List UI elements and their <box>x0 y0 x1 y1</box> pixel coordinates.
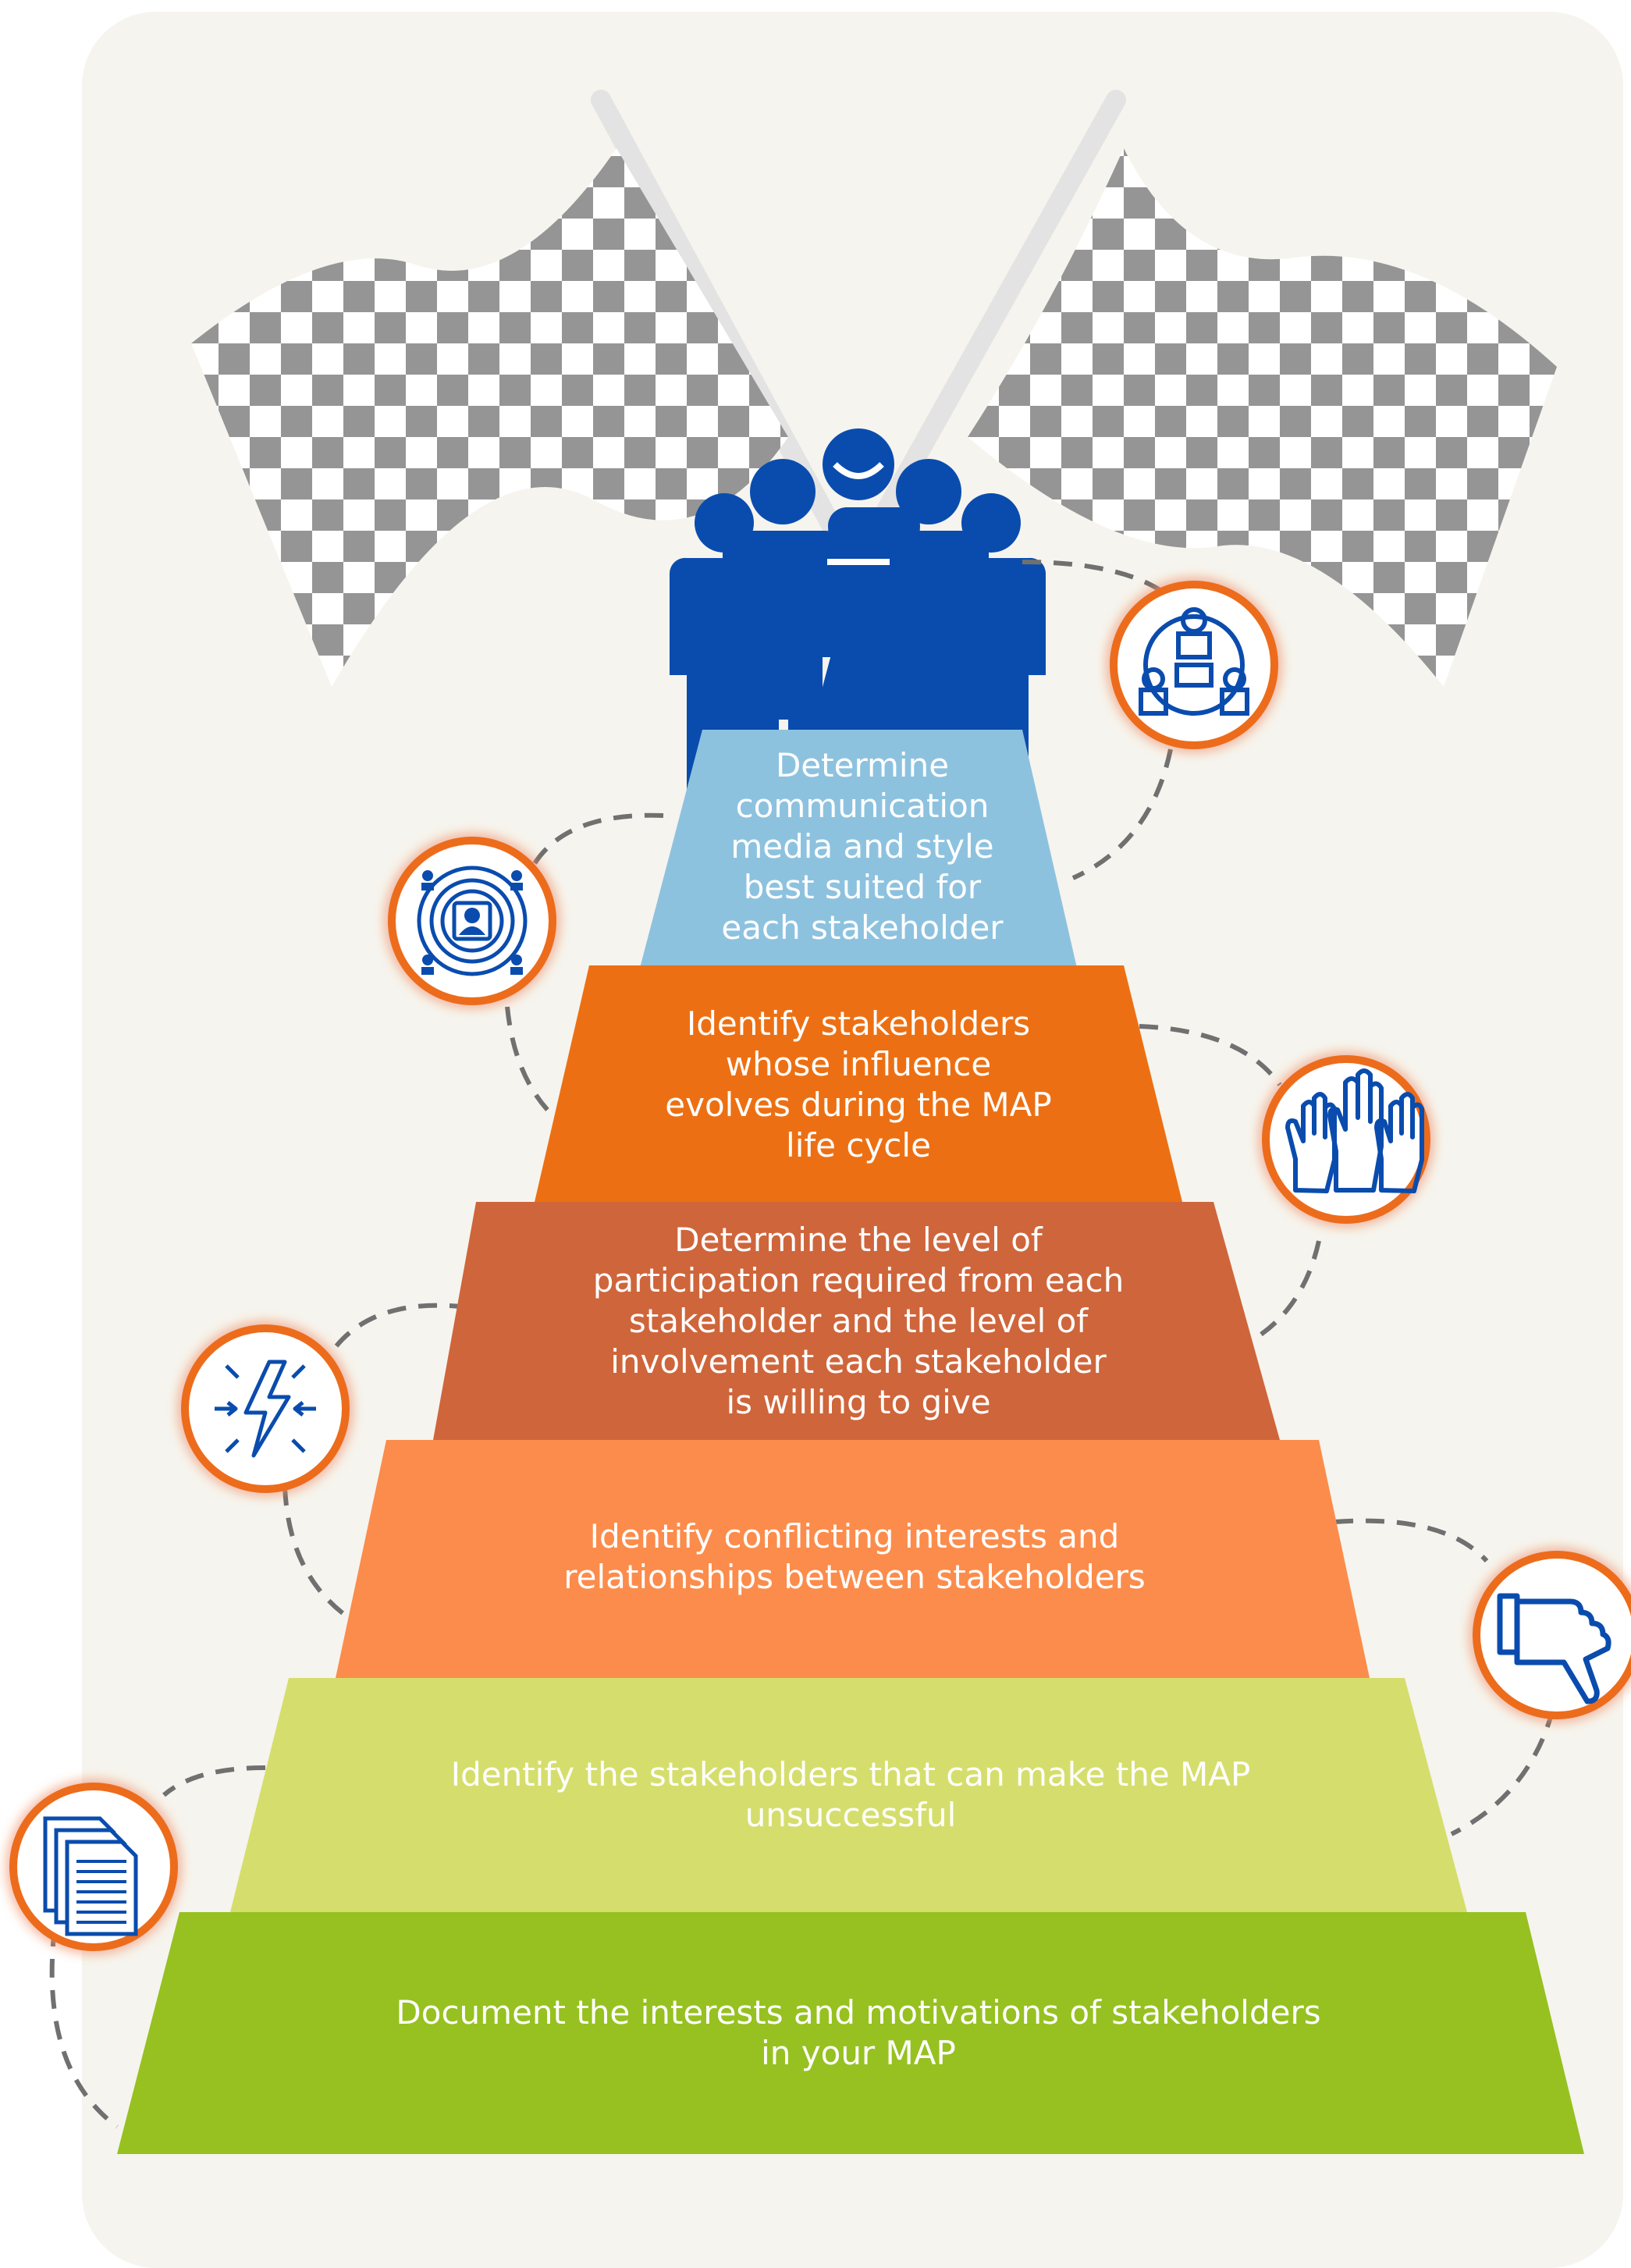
step-4-label: Identify conflicting interests and relat… <box>563 1517 1146 1596</box>
tier-4 <box>336 1440 1370 1678</box>
dashed-connectors <box>49 560 1555 2129</box>
step-6-label: Document the interests and motivations o… <box>396 1993 1321 2072</box>
icon-lightning-conflict <box>181 1324 350 1493</box>
tier-2 <box>535 965 1182 1202</box>
icon-target-person <box>388 837 556 1005</box>
step-5-label: Identify the stakeholders that can make … <box>450 1755 1251 1834</box>
pyramid <box>117 730 1584 2154</box>
tier-5 <box>230 1678 1467 1912</box>
icon-documents <box>9 1783 178 1951</box>
tier-6 <box>117 1912 1584 2154</box>
icon-thumbs-down <box>1473 1551 1631 1719</box>
step-2-label: Identify stakeholders whose influence ev… <box>665 1004 1052 1164</box>
icon-communication-hub <box>1110 581 1278 749</box>
tier-3 <box>433 1202 1280 1440</box>
step-1-label: Determine communication media and style … <box>721 746 1004 947</box>
icon-raised-hands <box>1262 1055 1430 1224</box>
step-3-label: Determine the level of participation req… <box>592 1220 1125 1421</box>
tier-1 <box>640 730 1077 968</box>
